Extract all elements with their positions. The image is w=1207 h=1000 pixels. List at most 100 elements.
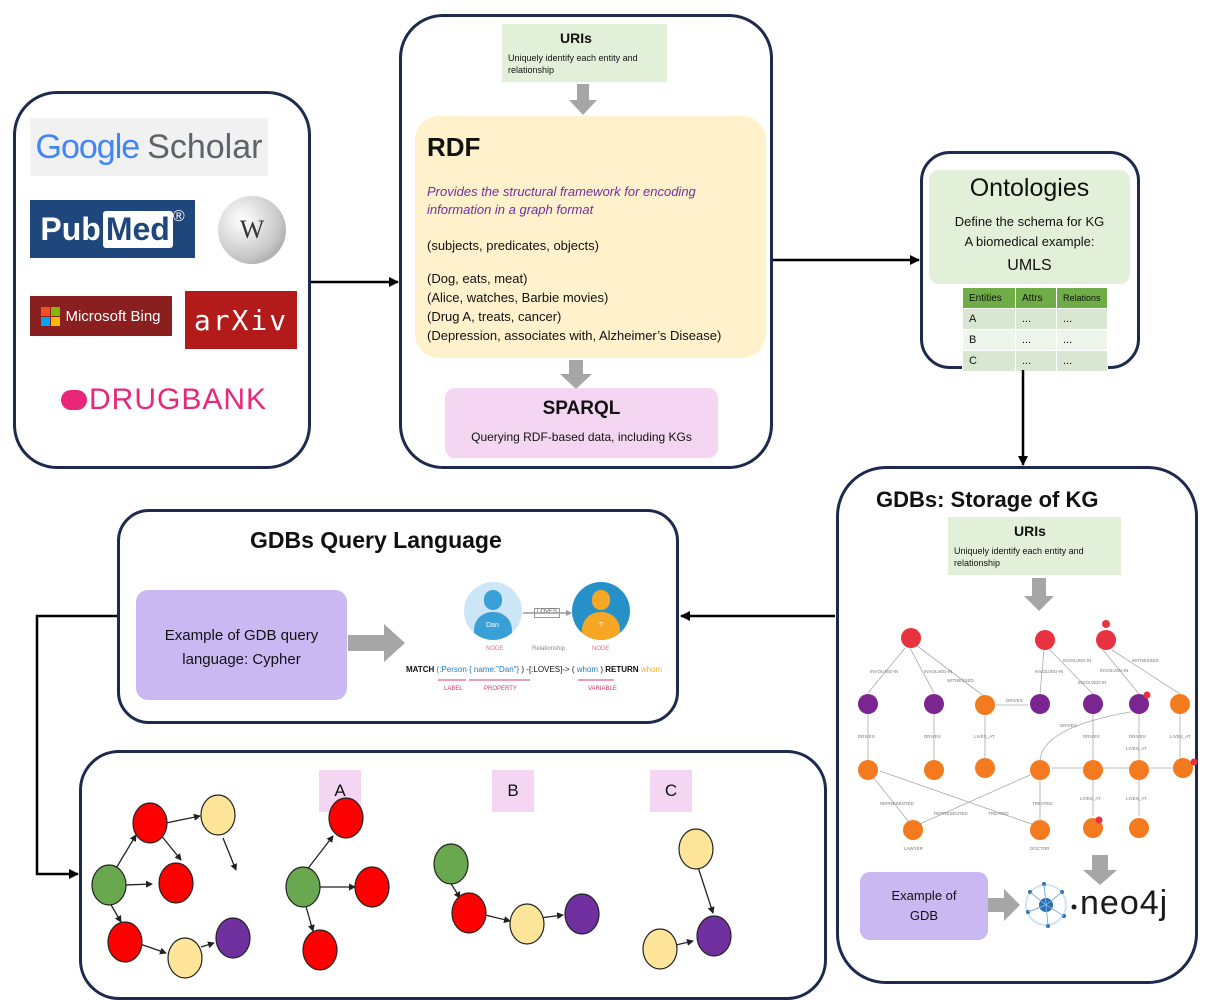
kg-edge-label: INVOLVED-IN [1063,658,1091,663]
ontologies-line1: Define the schema for KG [954,214,1105,229]
graph-node [132,802,168,844]
triple-example-2: (Alice, watches, Barbie movies) [427,290,609,305]
kg-edge-label: INVOLVED-IN [1035,669,1063,674]
graph-node [167,937,203,979]
person-node [1083,760,1103,780]
ontologies-line3: UMLS [1007,257,1052,274]
graph-node [433,843,469,885]
dan-label: Dan [486,622,499,629]
car-node [1030,694,1050,714]
neo4j-logo: neo4j [1020,878,1180,932]
example-gdb-box: Example of GDB [860,872,988,940]
gdb-storage-title: GDBs: Storage of KG [876,487,1099,512]
pubmed-pub: Pub [40,210,101,247]
neo4j-text: neo4j [1080,884,1169,922]
graph-node [200,794,236,836]
cypher-illustration: Dan ? LOVES NODE Relationship NODE MATCH… [400,580,680,700]
graph-a [304,835,356,932]
location-node [975,758,995,778]
drugbank-text: DRUGBANK [88,383,268,416]
kg-node-label: DOCTOR [1030,846,1050,851]
uris-box-top: URIs Uniquely identify each entity and r… [502,24,667,82]
example-gdb-line1: Example of [891,888,957,903]
location-node [1129,818,1149,838]
kg-edge-label: DRIVES [924,734,941,739]
bing-text: Microsoft Bing [65,307,161,325]
cypher-example-line2: language: Cypher [182,651,301,668]
kg-edge-label: WITNESSED [1132,658,1160,663]
graph-node [285,866,321,908]
uris-title: URIs [1014,523,1046,539]
kg-edge-label: DRIVES [1060,723,1077,728]
kg-edge-label: REPRESENTED [934,811,969,816]
prop-text: { name:"Dan"} [469,665,520,674]
kg-edge-label: INVOLVED-IN [1078,680,1106,685]
lawyer-node [903,820,923,840]
uris-desc-line2: relationship [508,65,555,75]
bing-logo: Microsoft Bing [30,296,172,336]
graph-node [302,929,338,971]
kg-edge-label: DRIVES [1129,734,1146,739]
neo4j-network-icon [1025,882,1077,928]
uris-desc-line1: Uniquely identify each entity and [508,53,638,63]
kg-edge-label: LIVES_AT [1126,746,1147,751]
kg-edge-label: DRIVES [858,734,875,739]
kg-edge-label: TREATED [1032,801,1053,806]
graph-node [509,903,545,945]
alert-badge-icon [1102,620,1110,628]
ontologies-title: Ontologies [969,174,1090,202]
car-node [924,694,944,714]
kg-edge-label: DRIVES [1083,734,1100,739]
dan-avatar-icon: Dan [464,582,522,640]
kg-edge-label: INVOLVED-IN [870,669,898,674]
rdf-desc-line1: Provides the structural framework for en… [427,184,696,199]
wikipedia-letter: W [239,215,265,244]
sparql-desc: Querying RDF-based data, including KGs [471,430,692,444]
property-tag: PROPERTY [484,686,517,692]
kg-edge-label: INVOLVED-IN [1100,668,1128,673]
alert-badge-icon [1095,816,1103,824]
car-node [1129,694,1149,714]
alert-badge-icon [1143,691,1151,699]
graph-node [91,864,127,906]
rdf-desc-line2: information in a graph format [427,202,594,217]
pubmed-reg: ® [172,208,185,225]
arxiv-logo: arXiv [185,291,297,349]
kg-edge-label: TREATED [988,811,1009,816]
uris-box-gdb: URIs Uniquely identify each entity and r… [948,517,1121,575]
person-node [975,695,995,715]
graph-node [696,915,732,957]
triple-example-1: (Dog, eats, meat) [427,271,528,286]
drugbank-logo: DRUGBANK [48,380,280,420]
crash-node [1096,630,1116,650]
label-c-box: C [650,770,692,812]
relationship-tag: Relationship [532,646,566,652]
return-var: whom [640,665,663,674]
gray-arrow-example-to-neo4j [988,889,1020,921]
car-node [858,694,878,714]
graph-node [215,917,251,959]
loves-label: LOVES [537,609,558,615]
uris-desc-line2: relationship [954,558,1001,568]
ontology-table: Entities Attrs Relations A ... ... B ...… [962,287,1108,372]
node-tag-1: NODE [486,646,504,652]
graph-node [158,862,194,904]
kg-edge-label: WITNESSED [947,678,975,683]
match-keyword: MATCH [406,665,435,674]
table-cell: ... [1056,350,1108,372]
location-node [1173,758,1193,778]
triple-example-3: (Drug A, treats, cancer) [427,309,562,324]
example-gdb-line2: GDB [909,908,939,923]
graph-node [642,928,678,970]
windows-icon [41,306,61,326]
graph-c [675,866,715,946]
cypher-query-line: MATCH (:Person { name:"Dan"} ) -[:LOVES]… [406,665,662,674]
whom-text: whom [576,665,599,674]
wikipedia-globe-logo: W [218,196,286,264]
person-node [924,760,944,780]
crash-node [1035,630,1055,650]
drugbank-pill-icon [60,390,87,410]
kg-edge-label: DRIVES [1006,698,1023,703]
person2-avatar-icon: ? [572,582,630,640]
